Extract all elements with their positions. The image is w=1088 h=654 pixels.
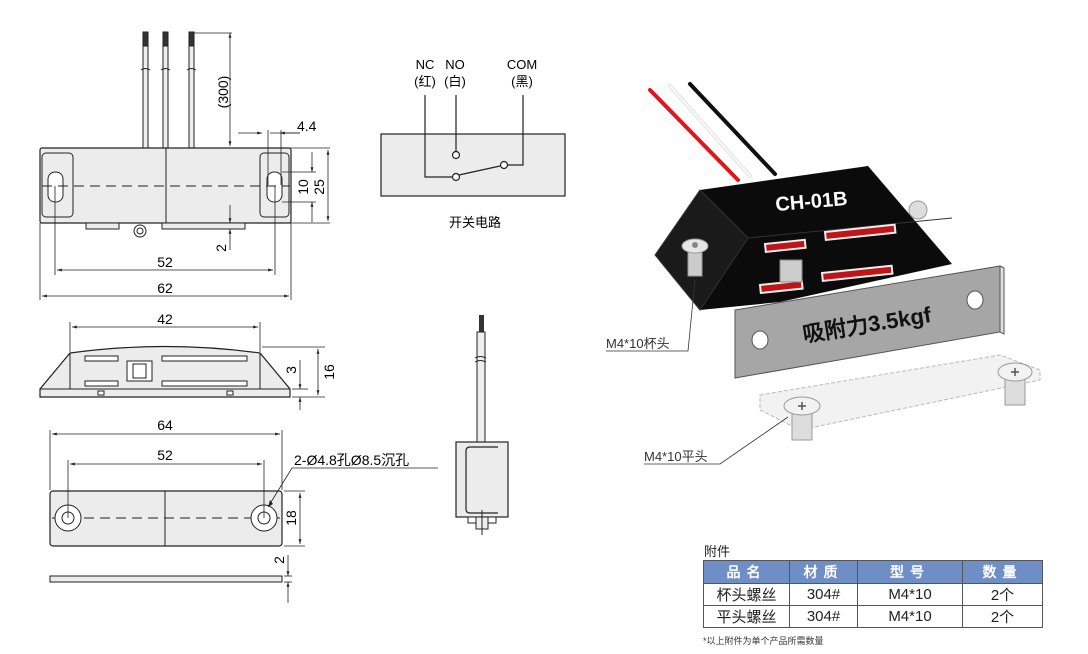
- header-model: 型号: [857, 560, 963, 584]
- accessories-table: 品名 材质 型号 数量 杯头螺丝 304# M4*10 2个 平头螺丝 304#…: [703, 560, 1043, 628]
- nc-label: NC: [416, 57, 435, 72]
- side-view-drawing: [455, 315, 509, 535]
- com-color: (黑): [511, 74, 533, 89]
- cell-item-name: 平头螺丝: [703, 605, 790, 628]
- no-color: (白): [444, 74, 466, 89]
- callout-cap-screw: M4*10杯头: [606, 336, 670, 351]
- cell-model: M4*10: [857, 605, 963, 628]
- dim-plate-height: 18: [283, 510, 299, 526]
- dim-plate-hole-pitch: 52: [157, 447, 173, 463]
- dim-height: 25: [311, 179, 327, 195]
- cell-quantity: 2个: [962, 605, 1043, 628]
- mounting-slot-right: [266, 171, 283, 203]
- table-row: 平头螺丝 304# M4*10 2个: [703, 605, 1043, 628]
- dim-step: 3: [283, 366, 299, 374]
- circuit-caption: 开关电路: [449, 215, 501, 230]
- mounting-plate-outline: [759, 354, 1041, 431]
- switch-circuit-diagram: NC (红) NO (白) COM (黑) 开关电路: [380, 57, 566, 230]
- dim-slot: 10: [295, 179, 311, 195]
- cell-material: 304#: [789, 583, 858, 606]
- callout-flat-screw: M4*10平头: [644, 449, 708, 464]
- dim-plate-thickness: 2: [271, 556, 287, 564]
- accessories-note: *以上附件为单个产品所需数量: [703, 636, 824, 646]
- dim-plate-width: 64: [157, 417, 173, 433]
- no-label: NO: [445, 57, 465, 72]
- dim-top-width: 42: [157, 311, 173, 327]
- front-view-drawing: (300) 4.4 10 25 2 52 62: [39, 31, 330, 300]
- cell-item-name: 杯头螺丝: [703, 583, 790, 606]
- com-label: COM: [507, 57, 537, 72]
- cap-screw: [681, 238, 709, 277]
- lead-wires: [140, 31, 197, 149]
- product-illustration: CH-01B 吸附力3.5kgf M4*10杯头 M4*10平头: [606, 82, 1041, 465]
- plate-side-profile: [49, 575, 283, 583]
- dim-bottom-gap: 2: [213, 244, 229, 252]
- table-row: 杯头螺丝 304# M4*10 2个: [703, 583, 1043, 606]
- plate-view-drawing: 64 52 2-Ø4.8孔Ø8.5沉孔 18 2: [49, 417, 438, 603]
- dim-total-width: 62: [157, 280, 173, 296]
- mounting-slot-left: [47, 171, 64, 203]
- lead-wires-colored: [648, 82, 777, 182]
- dim-hole-offset: 4.4: [297, 118, 317, 134]
- hole-spec-note: 2-Ø4.8孔Ø8.5沉孔: [294, 452, 409, 468]
- table-header-row: 品名 材质 型号 数量: [703, 560, 1043, 584]
- cell-quantity: 2个: [962, 583, 1043, 606]
- top-view-drawing: 42 3 16: [39, 311, 337, 410]
- dim-cable-length: (300): [215, 76, 231, 109]
- header-quantity: 数量: [962, 560, 1043, 584]
- cell-model: M4*10: [857, 583, 963, 606]
- header-material: 材质: [789, 560, 858, 584]
- dim-top-height: 16: [321, 364, 337, 380]
- nc-color: (红): [414, 74, 436, 89]
- flat-screw-left: [783, 396, 821, 441]
- header-item-name: 品名: [703, 560, 790, 584]
- accessories-title: 附件: [704, 544, 731, 559]
- cell-material: 304#: [789, 605, 858, 628]
- flat-screw-right: [997, 362, 1033, 406]
- dim-hole-pitch: 52: [157, 254, 173, 270]
